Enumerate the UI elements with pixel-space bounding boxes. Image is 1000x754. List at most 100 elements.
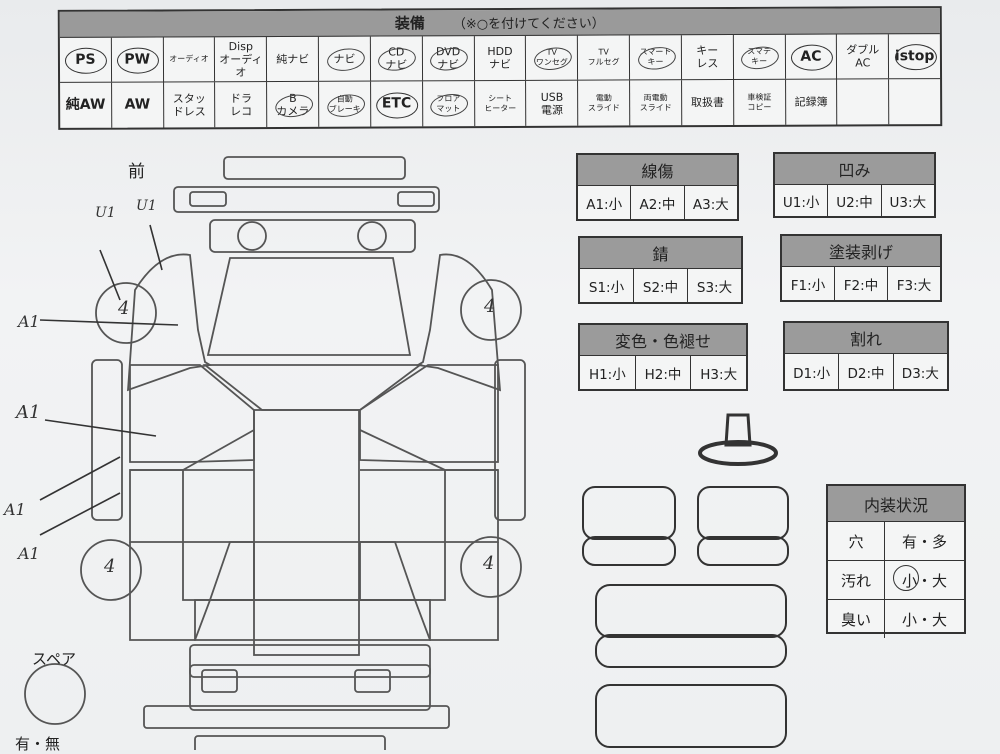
equipment-cell[interactable]: ダブル AC (837, 34, 890, 79)
interior-key: 穴 (828, 522, 885, 560)
front-bumper (173, 186, 440, 213)
equipment-cell[interactable] (837, 79, 890, 125)
equipment-cell[interactable]: AW (111, 82, 164, 128)
equipment-cell[interactable]: TV フルセグ (578, 35, 631, 80)
equipment-cell[interactable]: DVD ナビ (422, 36, 475, 81)
equipment-header: 装備 （※○を付けてください） (59, 8, 940, 38)
equipment-cell[interactable]: 取扱書 (681, 79, 735, 126)
legend-item: U1:小 (775, 185, 829, 217)
equipment-cell[interactable]: 記録簿 (785, 79, 838, 125)
legend-rust-title: 錆 (580, 238, 741, 269)
equipment-cell[interactable]: B カメラ (267, 81, 320, 128)
steering-wheel-icon (698, 440, 778, 466)
front-left-seat (582, 486, 676, 540)
interior-condition-table: 内装状況 穴 有・多 汚れ 小・大 臭い 小・大 (826, 484, 966, 638)
equipment-cell[interactable]: ETC (371, 81, 424, 127)
annotation-u1-a: U1 (95, 205, 116, 221)
tire-mark-rr: 4 (483, 553, 495, 574)
right-fender (415, 253, 502, 392)
tire-mark-rl: 4 (104, 556, 116, 577)
annotation-a1-a: A1 (18, 312, 40, 331)
headlight-right (357, 221, 387, 251)
legend-item: S1:小 (580, 269, 634, 303)
equipment-cell[interactable]: istop (889, 34, 940, 78)
interior-row: 臭い 小・大 (828, 600, 964, 638)
equipment-cell[interactable]: オーディオ (163, 37, 216, 82)
equipment-cell[interactable]: 自動 ブレーキ (319, 81, 372, 127)
equipment-cell[interactable]: フロア マット (422, 81, 475, 127)
legend-item: D3:大 (901, 366, 939, 382)
equipment-cell[interactable]: 両電動 スライド (630, 80, 683, 126)
interior-key: 臭い (828, 600, 885, 638)
legend-fade-title: 変色・色褪せ (580, 325, 746, 356)
legend-item: A3:大 (692, 197, 729, 213)
equipment-cell[interactable]: PS (59, 37, 112, 82)
legend-scratch-title: 線傷 (578, 155, 737, 186)
equipment-cell[interactable]: 純AW (60, 82, 113, 128)
selected-circle-mark (893, 565, 919, 591)
equipment-cell[interactable]: Disp オーディオ (215, 37, 268, 82)
spare-label: スペア (32, 650, 76, 668)
legend-item: F1:小 (782, 267, 835, 301)
equipment-cell[interactable]: スタッ ドレス (163, 82, 216, 128)
equipment-cell[interactable]: ドラ レコ (215, 82, 268, 128)
legend-crack-title: 割れ (785, 323, 947, 354)
legend-item: H1:小 (580, 356, 636, 390)
interior-title: 内装状況 (828, 486, 964, 522)
tire-mark-fr: 4 (484, 296, 496, 317)
legend-peel-title: 塗装剥げ (782, 236, 940, 267)
legend-item: S3:大 (696, 280, 733, 296)
equipment-cell[interactable]: USB 電源 (526, 80, 579, 126)
legend-item: H3:大 (700, 367, 738, 383)
front-label: 前 (128, 162, 145, 182)
equipment-cell[interactable]: AC (785, 34, 838, 79)
tire-rear-left (80, 539, 142, 601)
legend-item: U3:大 (889, 195, 927, 211)
legend-item: A1:小 (578, 186, 632, 220)
interior-key: 汚れ (828, 561, 885, 599)
legend-item: H2:中 (636, 356, 692, 390)
equipment-cell[interactable]: キー レス (681, 34, 734, 80)
grille (209, 219, 416, 253)
front-spoiler (223, 156, 406, 180)
trunk (194, 599, 431, 641)
car-body-diagram (24, 156, 526, 750)
legend-dent-title: 凹み (775, 154, 934, 185)
equipment-cell[interactable]: 電動 スライド (578, 80, 631, 126)
equipment-cell[interactable]: PW (111, 37, 164, 82)
right-skirt (494, 359, 526, 521)
annotation-u1-b: U1 (136, 198, 157, 214)
roof (253, 409, 360, 656)
interior-value: 有・多 (901, 532, 947, 551)
equipment-cell[interactable]: CD ナビ (370, 36, 423, 81)
equipment-cell[interactable]: シート ヒーター (474, 80, 527, 127)
hood (206, 257, 412, 356)
steering-column (724, 413, 752, 447)
equipment-cell[interactable]: スマテ キー (733, 34, 786, 79)
headlight-left (237, 221, 267, 251)
equipment-cell[interactable]: HDD ナビ (474, 35, 527, 81)
legend-item: F2:中 (835, 267, 888, 301)
tire-mark-fl: 4 (118, 298, 130, 319)
equipment-cell[interactable]: 車検証 コピー (733, 79, 786, 125)
rear-window (208, 541, 417, 601)
equipment-cell[interactable]: TV ワンセグ (526, 35, 579, 80)
legend-paint-peel: 塗装剥げ F1:小 F2:中 F3:大 (780, 234, 942, 302)
equipment-cell[interactable] (889, 79, 940, 124)
legend-item: A2:中 (631, 186, 685, 220)
legend-crack: 割れ D1:小 D2:中 D3:大 (783, 321, 949, 391)
legend-dent: 凹み U1:小 U2:中 U3:大 (773, 152, 936, 218)
interior-row: 穴 有・多 (828, 522, 964, 561)
legend-discoloration: 変色・色褪せ H1:小 H2:中 H3:大 (578, 323, 748, 391)
equipment-cell[interactable]: ナビ (319, 36, 372, 81)
equipment-cell[interactable]: 純ナビ (267, 36, 320, 82)
left-skirt (91, 359, 123, 521)
legend-item: S2:中 (634, 269, 688, 303)
third-row-seat (595, 684, 787, 748)
windshield (202, 364, 423, 411)
equipment-cell[interactable]: スマート キー (629, 35, 682, 80)
interior-diagram (582, 413, 789, 748)
